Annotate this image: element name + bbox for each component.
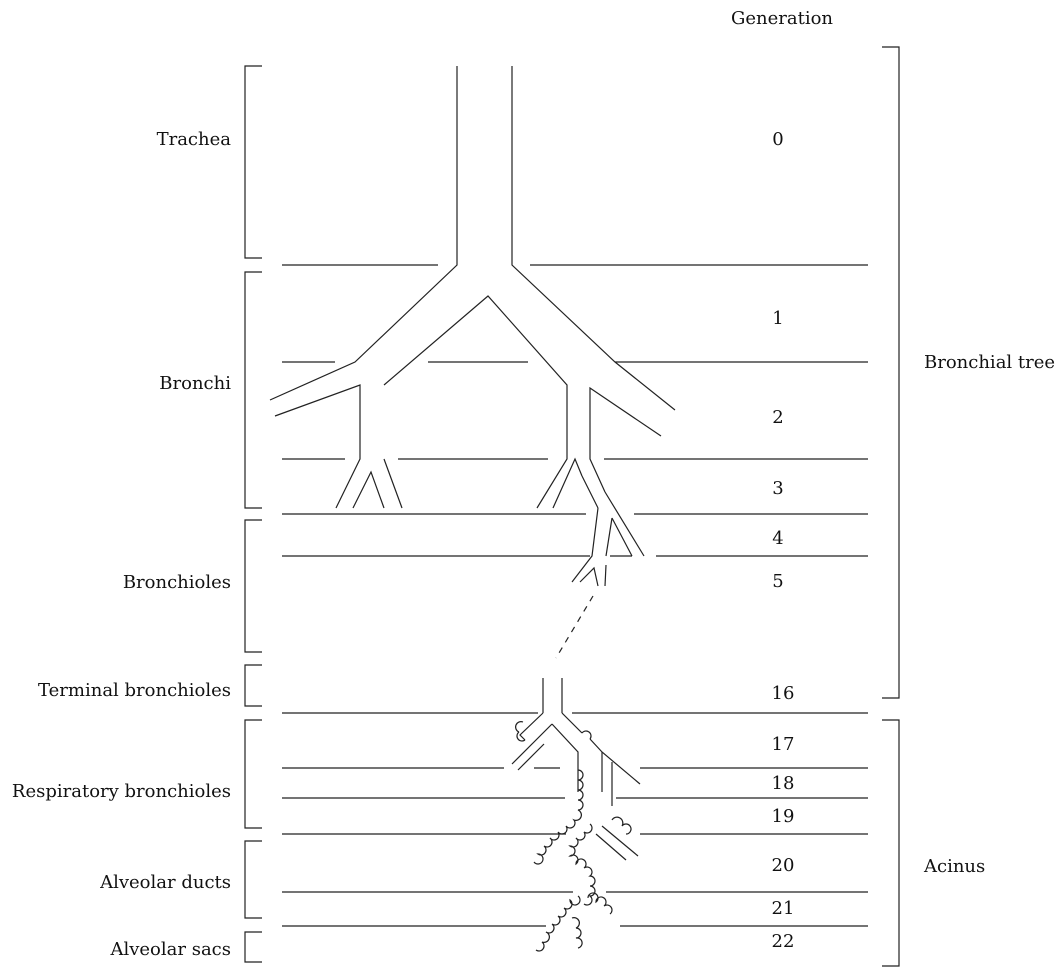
generation-number: 18 (771, 773, 795, 794)
group-label-bronchial-tree: Bronchial tree (924, 352, 1056, 373)
generation-number: 22 (771, 931, 795, 952)
generation-number: 19 (771, 806, 795, 827)
bracket-respiratory (244, 719, 262, 829)
zone-label-alveolar-ducts: Alveolar ducts (100, 872, 231, 893)
zone-label-trachea: Trachea (156, 129, 231, 150)
bracket-sacs (244, 931, 262, 963)
bracket-ducts (244, 840, 262, 919)
right-brackets (882, 46, 900, 967)
zone-label-bronchi: Bronchi (159, 373, 231, 394)
generation-dividers (282, 264, 868, 927)
group-label-acinus: Acinus (924, 856, 986, 877)
left-brackets (244, 65, 262, 963)
generation-number: 20 (771, 855, 795, 876)
generation-number: 1 (772, 308, 784, 329)
generation-number: 2 (772, 407, 784, 428)
bracket-bronchial-tree (882, 46, 900, 699)
generation-number: 21 (771, 898, 795, 919)
generation-number: 5 (772, 571, 784, 592)
bronchial-tree-drawing (269, 66, 676, 659)
bracket-acinus (882, 719, 900, 967)
bracket-trachea (244, 65, 262, 259)
bracket-bronchioles (244, 519, 262, 653)
zone-label-bronchioles: Bronchioles (122, 572, 231, 593)
acinus-drawing (511, 678, 641, 952)
bracket-bronchi (244, 271, 262, 509)
generation-number: 0 (772, 129, 784, 150)
generation-number: 4 (772, 528, 784, 549)
generation-number: 3 (772, 478, 784, 499)
zone-label-respiratory-bronchioles: Respiratory bronchioles (11, 781, 231, 802)
zone-label-alveolar-sacs: Alveolar sacs (110, 939, 231, 960)
generation-title: Generation (730, 8, 834, 29)
bracket-terminal (244, 664, 262, 707)
zone-label-terminal-bronchioles: Terminal bronchioles (38, 680, 231, 701)
generation-number: 16 (771, 683, 795, 704)
generation-number: 17 (771, 734, 795, 755)
